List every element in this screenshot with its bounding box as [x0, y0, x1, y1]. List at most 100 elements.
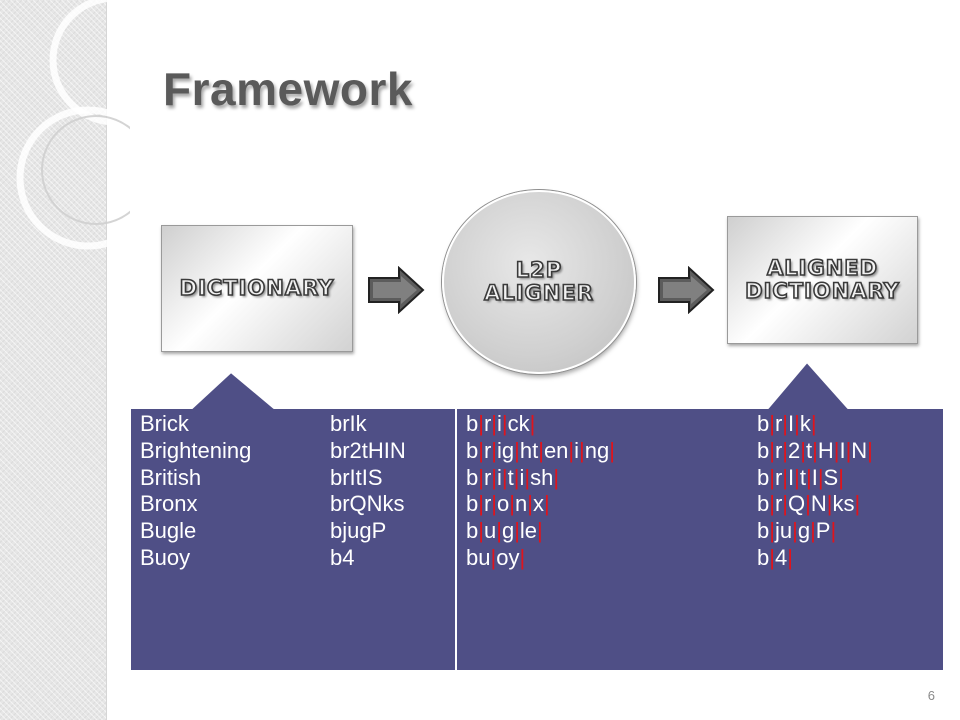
aligned-segment: k	[799, 411, 811, 436]
dictionary-pronunciation: brIk	[330, 411, 367, 436]
l2p-aligner-circle: L2P Aligner	[442, 190, 636, 374]
alignment-separator: |	[794, 464, 800, 490]
dictionary-word-column: Brick Brightening British Bronx Bugle Bu…	[140, 411, 251, 572]
aligned-segment: I	[839, 437, 846, 463]
aligned-callout-panel	[455, 361, 945, 672]
alignment-separator: |	[519, 544, 526, 570]
aligned-segment: i	[519, 464, 525, 490]
dictionary-word: Brightening	[140, 437, 252, 463]
aligned-segment: b	[466, 411, 479, 436]
dictionary-pronunciation: brItIS	[330, 464, 383, 490]
alignment-separator: |	[514, 518, 520, 544]
aligned-phonemes-row: b|r|I|k|	[757, 411, 873, 438]
alignment-separator: |	[769, 518, 775, 544]
alignment-separator: |	[810, 411, 817, 436]
alignment-separator: |	[800, 437, 806, 463]
aligned-segment: t	[507, 464, 514, 490]
alignment-separator: |	[826, 491, 833, 517]
aligned-letters-row: b|u|g|le|	[466, 518, 615, 545]
dictionary-pronunciation: br2tHIN	[330, 437, 406, 463]
alignment-separator: |	[491, 437, 498, 463]
alignment-separator: |	[794, 411, 800, 436]
aligned-segment: ks	[832, 491, 855, 517]
alignment-separator: |	[833, 437, 840, 463]
aligned-phonemes-row: b|r|I|t|I|S|	[757, 465, 873, 492]
alignment-separator: |	[553, 464, 560, 490]
aligned-segment: u	[483, 518, 497, 544]
aligned-letters-row: bu|oy|	[466, 545, 615, 572]
alignment-separator: |	[854, 491, 861, 517]
aligned-segment: b	[757, 411, 770, 436]
aligned-segment: ju	[774, 518, 793, 544]
alignment-separator: |	[496, 518, 502, 544]
aligned-letters-row: b|r|i|t|i|sh|	[466, 465, 615, 492]
aligned-segment: g	[501, 518, 515, 544]
aligned-segment: r	[774, 437, 783, 463]
slide-title: Framework	[163, 63, 413, 115]
aligned-segment: r	[483, 491, 492, 517]
aligned-segment: o	[497, 491, 510, 517]
alignment-separator: |	[538, 437, 544, 463]
aligned-segment: 2	[788, 437, 801, 463]
aligned-segment: n	[514, 491, 528, 517]
aligned-segment: P	[815, 518, 831, 544]
aligned-segment: bu	[466, 544, 491, 570]
alignment-separator: |	[491, 464, 498, 490]
alignment-separator: |	[838, 464, 844, 490]
aligned-segment: H	[817, 437, 834, 463]
alignment-separator: |	[769, 544, 775, 570]
alignment-separator: |	[579, 437, 585, 463]
aligned-segment: ht	[519, 437, 539, 463]
aligned-segment: ck	[507, 411, 530, 436]
aligned-segment: r	[483, 464, 492, 490]
dictionary-label: Dictionary	[179, 276, 335, 301]
page-number: 6	[927, 688, 935, 703]
alignment-separator: |	[782, 411, 789, 436]
aligned-segment: b	[757, 464, 770, 490]
aligned-segment: i	[574, 437, 580, 463]
alignment-separator: |	[769, 437, 775, 463]
aligned-segment: g	[797, 518, 811, 544]
alignment-separator: |	[527, 491, 533, 517]
aligned-segment: sh	[530, 464, 554, 490]
alignment-separator: |	[509, 491, 515, 517]
alignment-separator: |	[782, 464, 789, 490]
arrow-right-icon	[658, 266, 715, 314]
alignment-separator: |	[478, 411, 484, 436]
aligned-segment: b	[466, 491, 479, 517]
aligned-letters-row: b|r|i|ck|	[466, 411, 615, 438]
aligned-letters-row: b|r|o|n|x|	[466, 491, 615, 518]
alignment-separator: |	[782, 491, 789, 517]
aligned-segment: oy	[496, 544, 520, 570]
aligned-segment: le	[519, 518, 538, 544]
aligned-segment: r	[774, 411, 783, 436]
aligned-segment: r	[774, 464, 783, 490]
aligned-segment: i	[497, 464, 502, 490]
alignment-separator: |	[478, 491, 484, 517]
aligned-segment: N	[810, 491, 827, 517]
alignment-separator: |	[769, 491, 775, 517]
alignment-separator: |	[769, 464, 775, 490]
aligned-segment: en	[543, 437, 569, 463]
aligned-segment: b	[757, 491, 770, 517]
aligned-segment: S	[823, 464, 839, 490]
dictionary-callout-panel	[129, 371, 457, 672]
alignment-separator: |	[867, 437, 873, 463]
aligned-segment: t	[799, 464, 806, 490]
alignment-separator: |	[805, 464, 812, 490]
alignment-separator: |	[830, 518, 837, 544]
dictionary-word: Brick	[140, 411, 189, 436]
decorative-swirl	[16, 0, 130, 250]
aligned-segment: t	[805, 437, 813, 463]
alignment-separator: |	[817, 464, 824, 490]
aligned-segment: b	[466, 464, 479, 490]
alignment-separator: |	[514, 437, 520, 463]
aligned-segment: b	[466, 437, 479, 463]
alignment-separator: |	[524, 464, 531, 490]
aligned-segment: N	[851, 437, 868, 463]
aligned-segment: b	[757, 544, 770, 570]
aligned-segment: x	[532, 491, 544, 517]
alignment-separator: |	[491, 491, 498, 517]
alignment-separator: |	[543, 491, 550, 517]
alignment-separator: |	[490, 544, 497, 570]
